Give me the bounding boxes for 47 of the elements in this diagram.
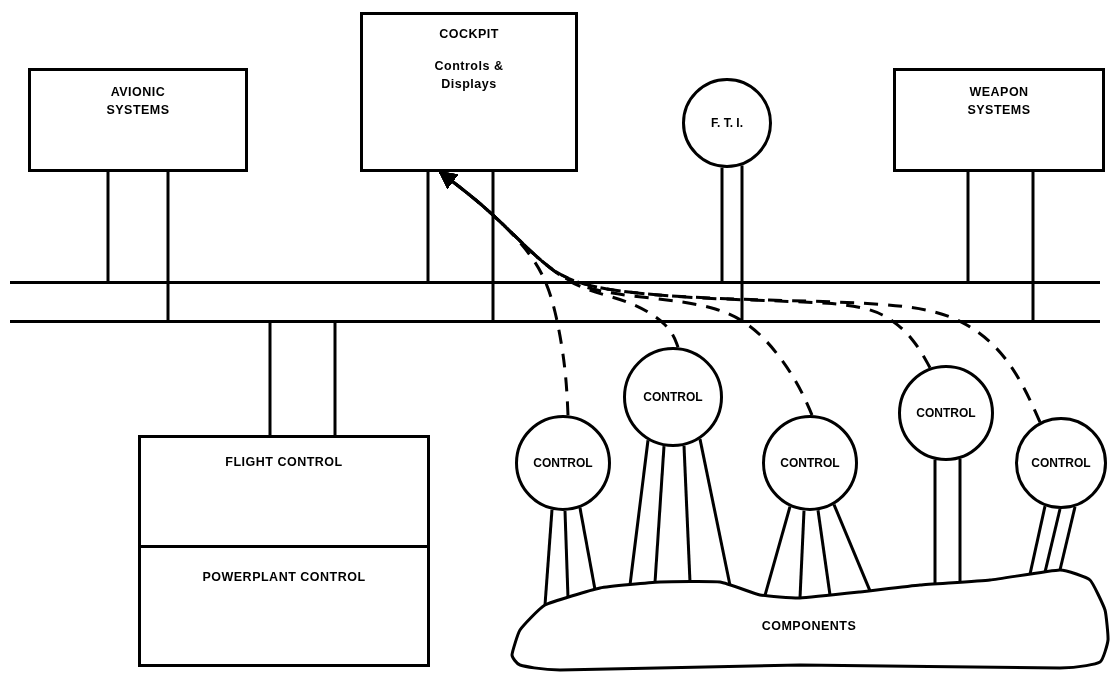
box-label: POWERPLANT CONTROL <box>202 569 366 586</box>
connector-line <box>543 509 554 606</box>
connector-line <box>628 440 650 586</box>
system-box <box>28 68 248 172</box>
box-title: CONTROL <box>780 455 840 472</box>
connector-line <box>166 172 170 320</box>
box-title: F. T. I. <box>711 115 743 132</box>
connector-line <box>720 167 724 281</box>
box-title: COCKPIT <box>439 26 499 43</box>
connector-line <box>816 510 832 596</box>
connector-line <box>698 438 732 586</box>
connector-line <box>106 172 110 281</box>
connector-line <box>268 323 272 435</box>
connector-line <box>933 459 937 584</box>
box-title: CONTROL <box>643 389 703 406</box>
bus-line <box>10 320 1100 323</box>
connector-line <box>966 172 970 281</box>
connector-line <box>653 446 666 583</box>
connector-line <box>763 506 792 596</box>
box-title: FLIGHT CONTROL <box>225 454 343 471</box>
connector-line <box>1058 506 1077 571</box>
arrow <box>438 170 932 369</box>
system-box <box>360 12 578 172</box>
connector-line <box>333 323 337 435</box>
system-box <box>138 435 430 667</box>
box-title: CONTROL <box>533 455 593 472</box>
box-title: AVIONIC SYSTEMS <box>105 84 171 119</box>
connector-line <box>958 458 962 583</box>
connector-line <box>578 507 597 590</box>
connector-line <box>1043 508 1062 573</box>
arrow <box>438 170 1042 423</box>
connector-line <box>740 165 744 320</box>
connector-line <box>682 445 692 583</box>
box-title: WEAPON SYSTEMS <box>966 84 1032 119</box>
connector-line <box>1028 505 1047 575</box>
box-title: CONTROL <box>1031 455 1091 472</box>
connector-line <box>426 172 430 281</box>
connector-line <box>832 504 872 592</box>
box-label: Controls & Displays <box>433 58 505 93</box>
box-title: CONTROL <box>916 405 976 422</box>
bus-line <box>10 281 1100 284</box>
connector-line <box>798 510 806 599</box>
system-box <box>893 68 1105 172</box>
cloud-label: COMPONENTS <box>761 618 857 635</box>
connector-line <box>491 172 495 320</box>
connector-line <box>1031 172 1035 320</box>
connector-line <box>563 510 570 598</box>
